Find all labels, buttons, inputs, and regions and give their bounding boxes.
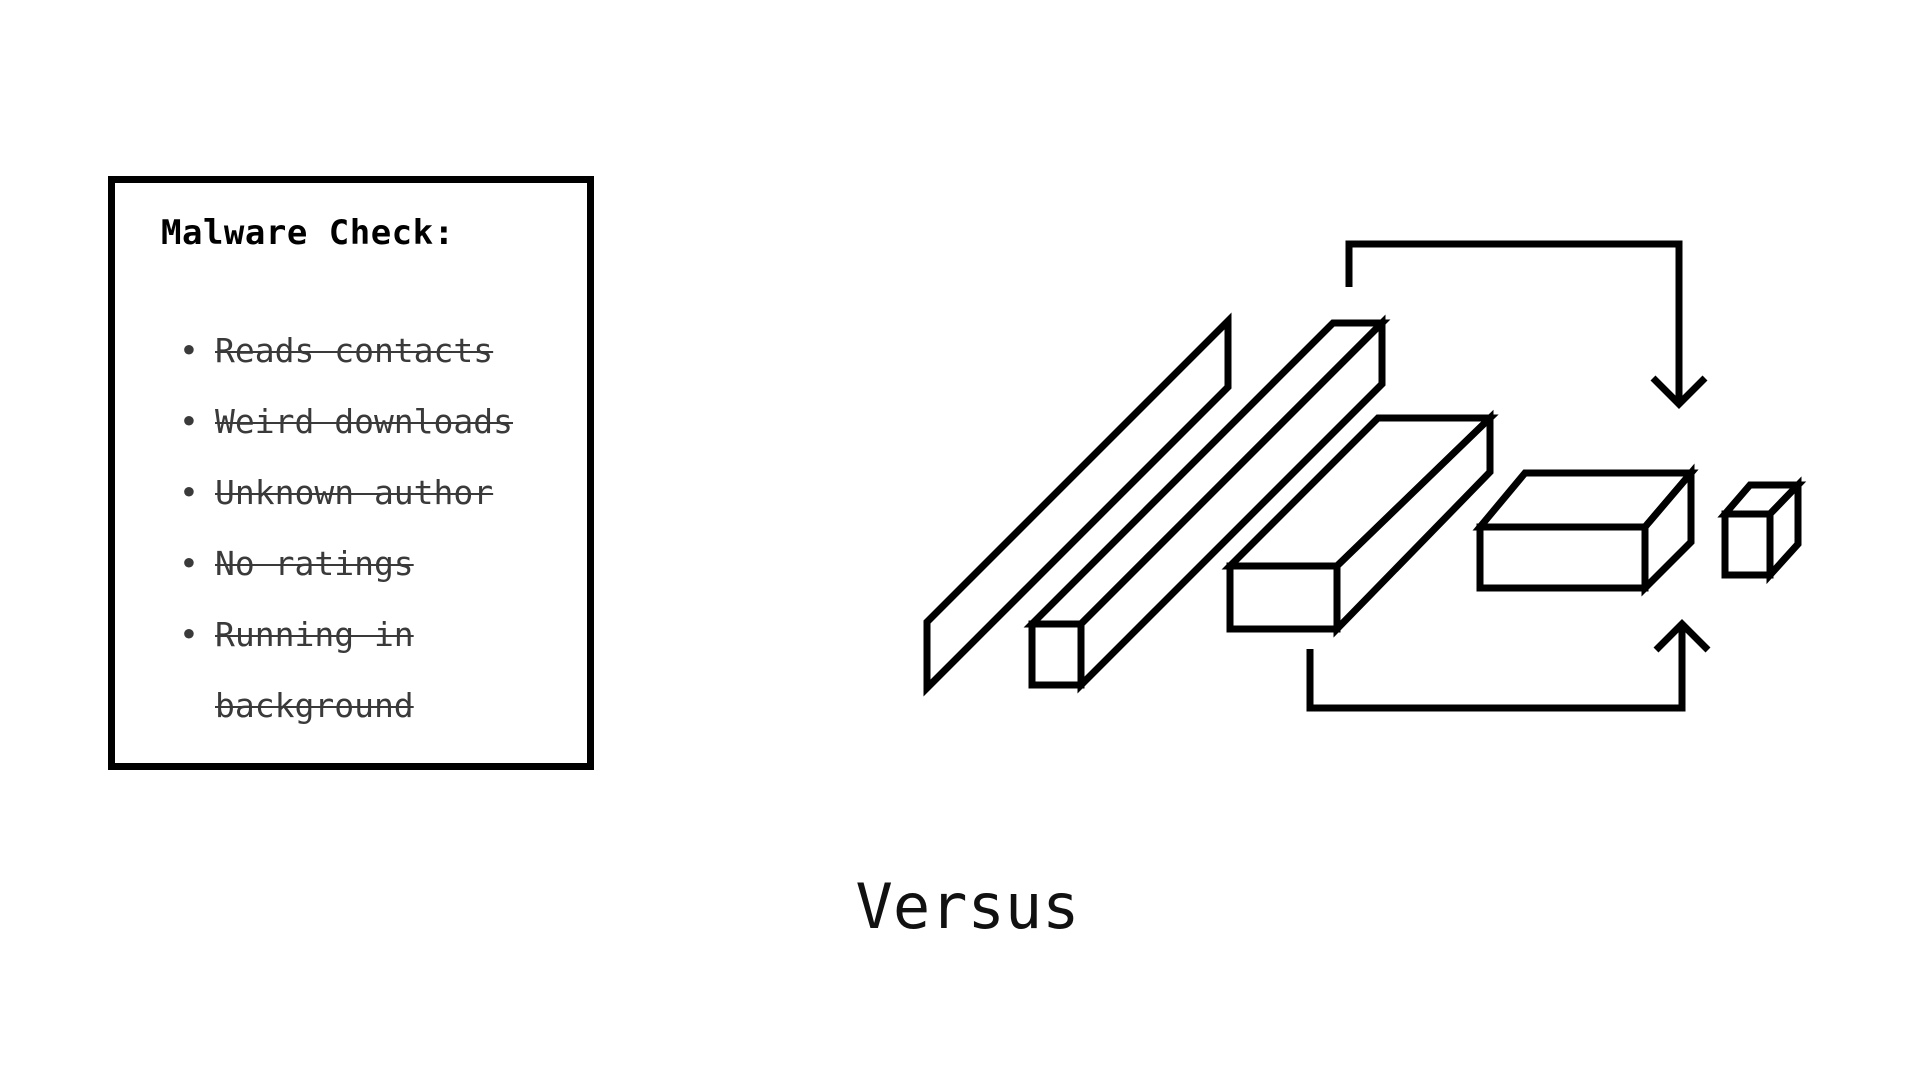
checklist-item: •Running in background xyxy=(179,599,579,741)
malware-checklist-box: Malware Check: •Reads contacts •Weird do… xyxy=(108,176,594,770)
bullet-icon: • xyxy=(179,544,199,583)
small-cube-shape xyxy=(1717,476,1807,585)
down-arrow-icon xyxy=(1345,240,1708,409)
checklist-item: •Weird downloads xyxy=(179,386,579,457)
bullet-icon: • xyxy=(179,615,199,654)
bullet-icon: • xyxy=(179,402,199,441)
up-arrow-icon xyxy=(1306,619,1711,712)
medium-block-shape xyxy=(1221,409,1499,638)
checklist-item: •No ratings xyxy=(179,528,579,599)
versus-caption: Versus xyxy=(855,870,1080,943)
checklist-items: •Reads contacts •Weird downloads •Unknow… xyxy=(179,315,579,741)
compact-block-shape xyxy=(1472,463,1699,597)
flat-slab-shape xyxy=(923,312,1232,697)
checklist-title: Malware Check: xyxy=(161,213,455,253)
long-bar-shape xyxy=(1023,314,1391,694)
checklist-item: •Reads contacts xyxy=(179,315,579,386)
bullet-icon: • xyxy=(179,331,199,370)
checklist-item: •Unknown author xyxy=(179,457,579,528)
bullet-icon: • xyxy=(179,473,199,512)
